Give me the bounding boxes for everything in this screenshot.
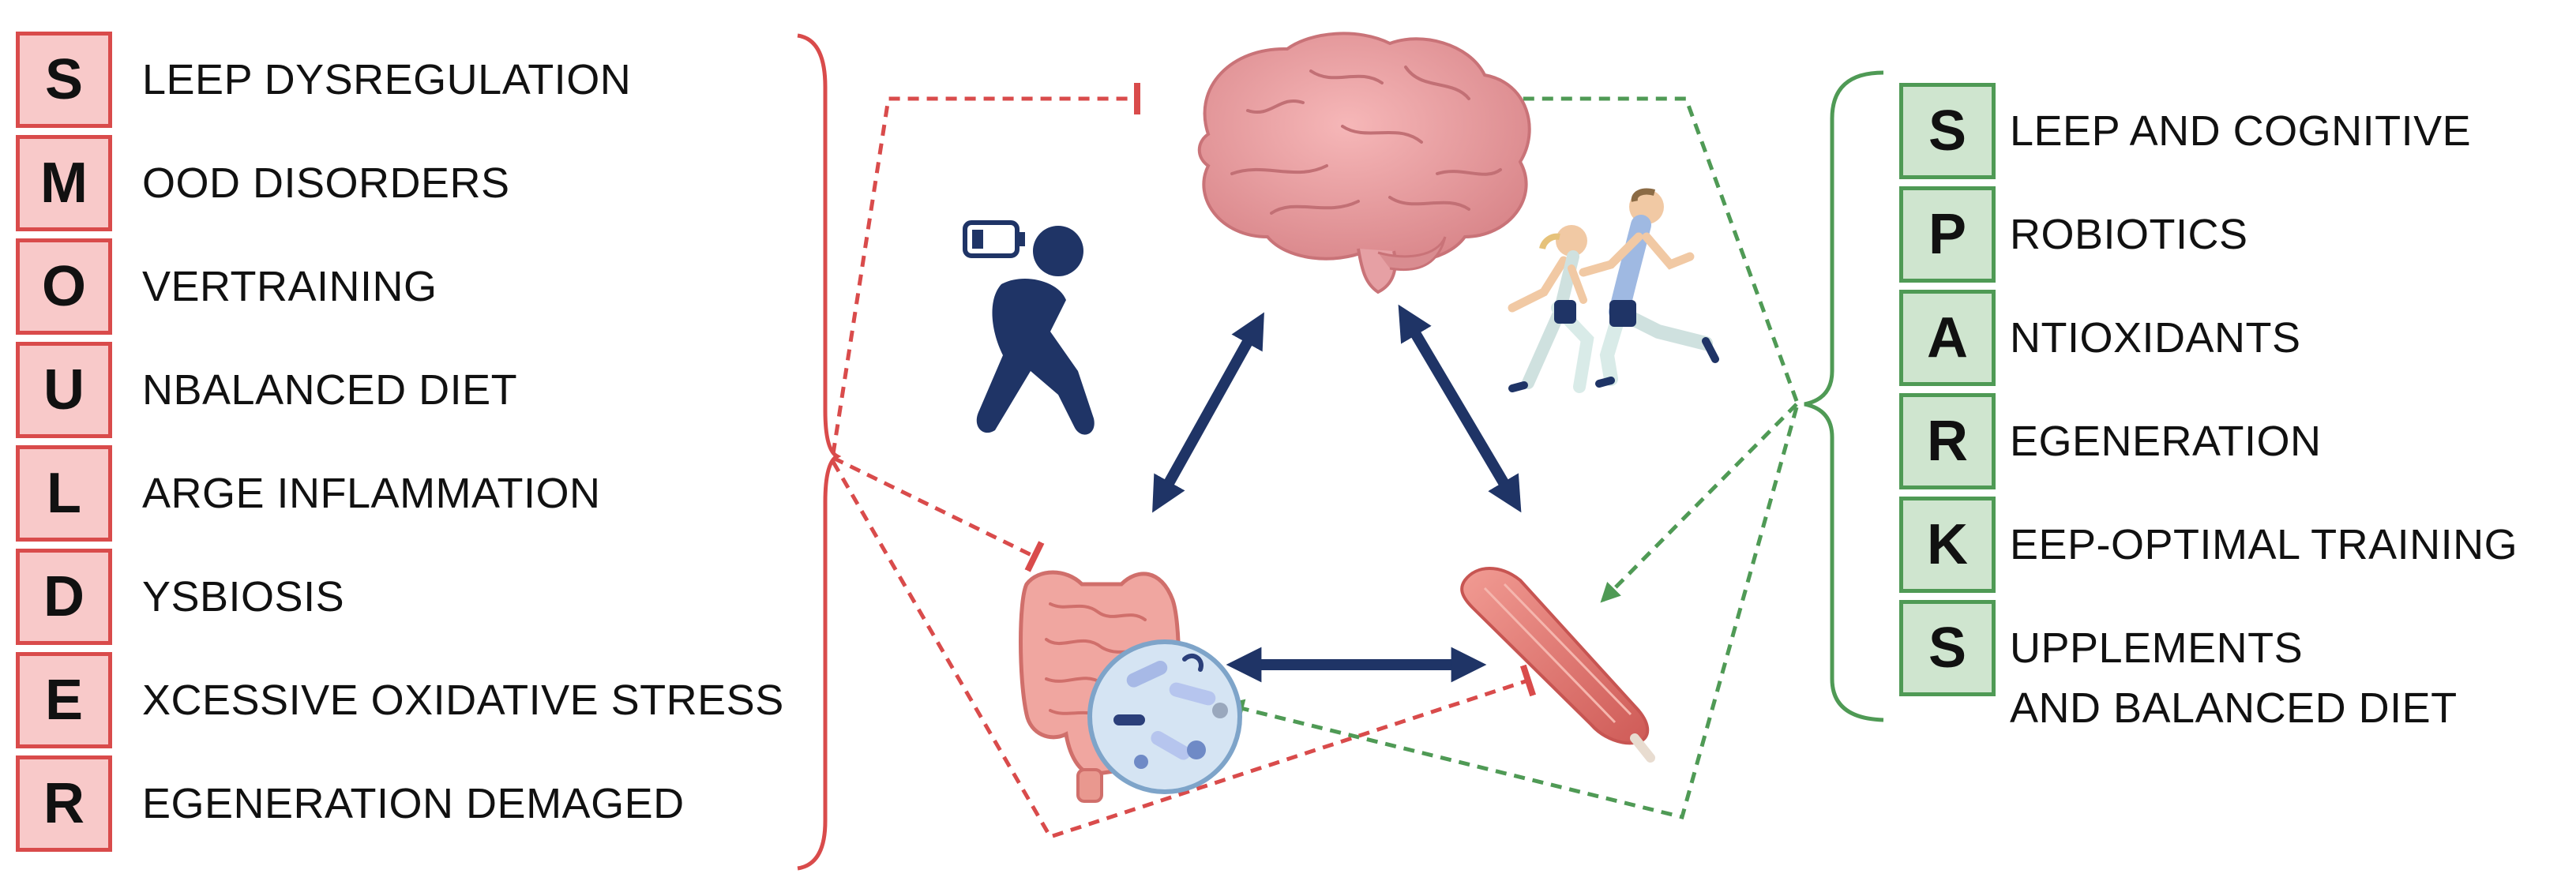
sparks-letters: S P A R K S xyxy=(1899,83,1996,703)
smoulder-letter-s: S xyxy=(16,32,112,128)
red-link-bottom-loop xyxy=(831,460,1537,840)
smoulder-letter-u: U xyxy=(16,342,112,438)
sparks-letter-s: S xyxy=(1899,83,1996,179)
smoulder-letter-o: O xyxy=(16,238,112,335)
brain-icon xyxy=(1197,32,1531,294)
smoulder-word-5: ARGE INFLAMMATION xyxy=(142,470,601,517)
smoulder-word-4: NBALANCED DIET xyxy=(142,366,518,414)
arrow-brain-muscle xyxy=(1398,304,1522,513)
green-link-to-muscle xyxy=(1600,403,1798,603)
smoulder-word-3: VERTRAINING xyxy=(142,263,437,310)
smoulder-word-2: OOD DISORDERS xyxy=(142,159,510,207)
smoulder-letter-l: L xyxy=(16,445,112,542)
green-link-to-gut xyxy=(1224,407,1799,820)
green-link-to-brain xyxy=(1477,88,1799,402)
left-red-brace xyxy=(797,33,842,871)
sparks-word-1: LEEP AND COGNITIVE xyxy=(2010,107,2472,155)
navy-bidirectional-arrows xyxy=(1152,304,1522,683)
smoulder-letter-r: R xyxy=(16,755,112,852)
sparks-letter-a: A xyxy=(1899,290,1996,386)
sparks-word-7: AND BALANCED DIET xyxy=(2010,684,2458,732)
sparks-word-5: EEP-OPTIMAL TRAINING xyxy=(2010,521,2518,568)
smoulder-word-6: YSBIOSIS xyxy=(142,573,345,620)
smoulder-word-8: EGENERATION DEMAGED xyxy=(142,780,685,827)
red-link-to-gut xyxy=(832,455,1045,572)
sparks-word-2: ROBIOTICS xyxy=(2010,211,2248,258)
smoulder-letter-m: M xyxy=(16,135,112,231)
sparks-letter-r: R xyxy=(1899,393,1996,489)
sparks-letter-s2: S xyxy=(1899,600,1996,696)
sparks-letter-p: P xyxy=(1899,186,1996,283)
red-inhibitory-links xyxy=(831,83,1537,840)
smoulder-word-1: LEEP DYSREGULATION xyxy=(142,56,632,103)
sparks-word-4: EGENERATION xyxy=(2010,418,2322,465)
sparks-word-6: UPPLEMENTS xyxy=(2010,624,2304,672)
runners-icon xyxy=(1508,188,1719,393)
smoulder-word-7: XCESSIVE OXIDATIVE STRESS xyxy=(142,677,784,724)
low-battery-icon xyxy=(963,220,1025,258)
tired-person-icon xyxy=(963,220,1095,435)
sparks-letter-k: K xyxy=(1899,497,1996,593)
right-green-brace xyxy=(1804,70,1884,722)
green-promoting-links xyxy=(1224,88,1799,820)
bacteria-icon xyxy=(1087,639,1242,794)
red-link-to-brain xyxy=(831,83,1140,455)
arrow-brain-gut xyxy=(1152,312,1264,513)
muscle-icon xyxy=(1460,567,1655,763)
smoulder-letters: S M O U L D E R xyxy=(16,32,112,859)
smoulder-letter-e: E xyxy=(16,652,112,748)
smoulder-letter-d: D xyxy=(16,549,112,645)
sparks-word-3: NTIOXIDANTS xyxy=(2010,314,2301,362)
